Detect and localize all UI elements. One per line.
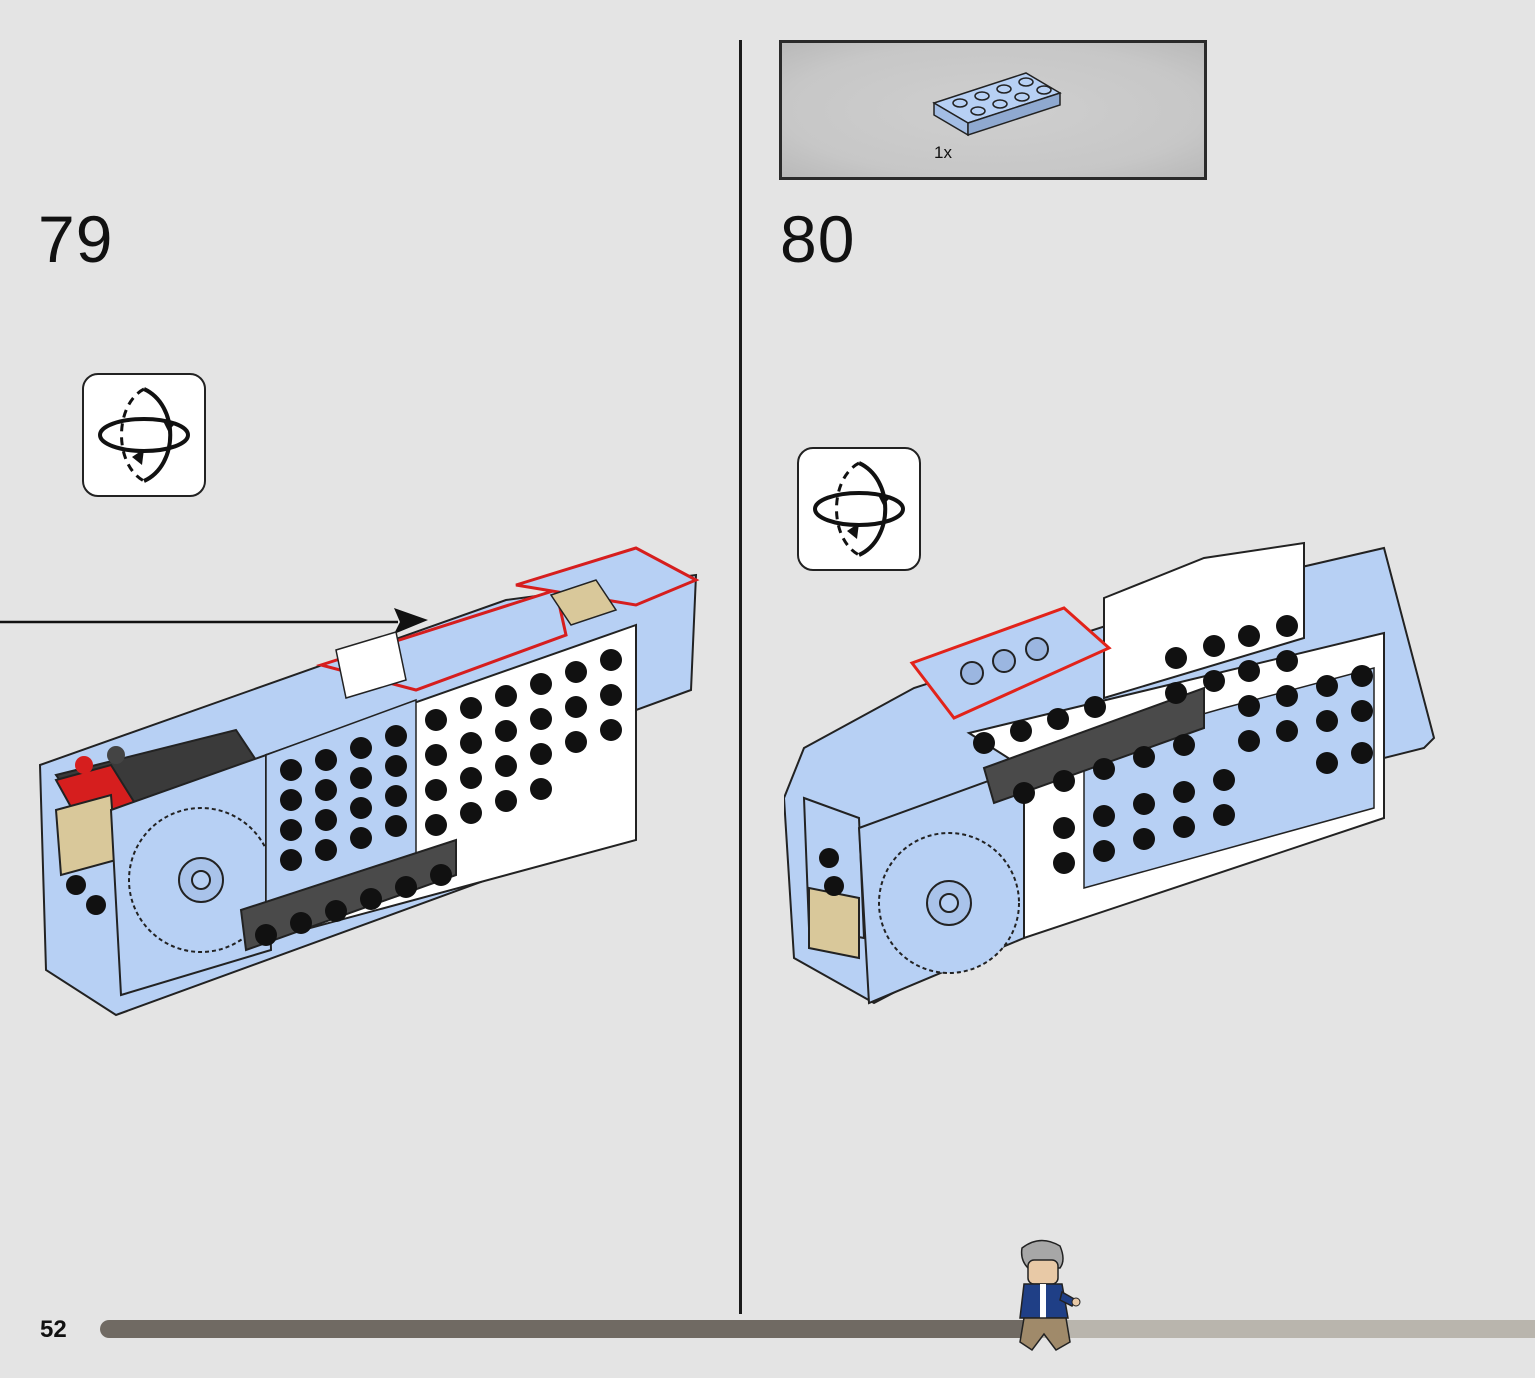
minifigure-progress-marker xyxy=(1019,1239,1081,1352)
step-divider xyxy=(739,40,742,1314)
rotate-model-icon xyxy=(82,373,206,497)
step-80-number: 80 xyxy=(780,202,856,276)
plate-2x4-light-blue-icon xyxy=(932,72,1062,137)
rotate-model-icon xyxy=(797,447,921,571)
progress-fill xyxy=(100,1320,1040,1338)
step-79-number: 79 xyxy=(38,202,114,276)
model-assembly-step-80 xyxy=(784,541,1436,1005)
progress-bar xyxy=(100,1320,1535,1338)
placement-arrow xyxy=(0,608,428,634)
part-quantity: 1x xyxy=(934,143,952,162)
parts-callout: 1x xyxy=(779,40,1207,180)
page-number: 52 xyxy=(40,1316,67,1343)
model-assembly-step-79 xyxy=(38,546,700,1017)
